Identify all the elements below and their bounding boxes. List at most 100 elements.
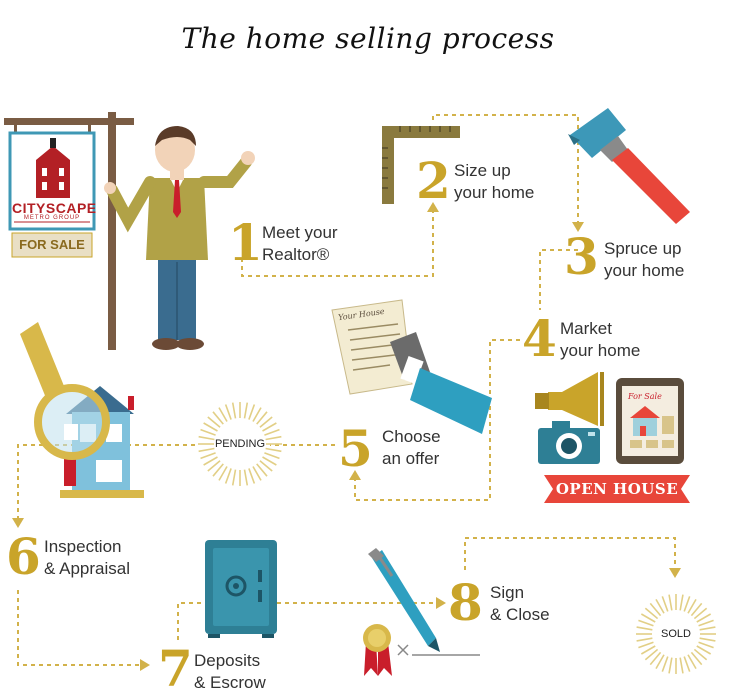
page-title: The home selling process bbox=[181, 22, 555, 55]
arrow-to-3 bbox=[572, 222, 584, 232]
step-2-line1: Size up bbox=[454, 161, 511, 180]
step-5-label: Choose an offer bbox=[382, 426, 441, 470]
burst-ray bbox=[259, 460, 273, 472]
step-1-label: Meet your Realtor® bbox=[262, 222, 338, 266]
burst-ray bbox=[265, 447, 282, 453]
step-3-line1: Spruce up bbox=[604, 239, 682, 258]
burst-ray bbox=[636, 637, 653, 642]
step-6-line1: Inspection bbox=[44, 537, 122, 556]
burst-ray bbox=[224, 404, 232, 420]
connector-7-8 bbox=[177, 602, 438, 640]
step-3-label: Spruce up your home bbox=[604, 238, 684, 282]
burst-ray bbox=[699, 626, 716, 631]
burst-ray bbox=[212, 411, 224, 425]
ruler-icon bbox=[382, 126, 460, 204]
burst-ray bbox=[198, 447, 215, 453]
burst-ray bbox=[256, 463, 268, 477]
step-8-line2: & Close bbox=[490, 605, 550, 624]
connector-4-5 bbox=[354, 339, 520, 501]
burst-ray bbox=[243, 402, 249, 419]
burst-ray bbox=[693, 607, 708, 620]
step-4-line2: your home bbox=[560, 341, 641, 360]
step-4-number: 4 bbox=[522, 309, 557, 368]
burst-ray bbox=[218, 466, 228, 481]
burst-ray bbox=[262, 422, 277, 432]
step-6-label: Inspection & Appraisal bbox=[44, 536, 130, 580]
pending-label: PENDING bbox=[214, 438, 266, 450]
step-1-line2: Realtor® bbox=[262, 245, 330, 264]
connector-6-7 bbox=[17, 590, 140, 666]
burst-ray bbox=[224, 468, 232, 484]
document-icon bbox=[331, 299, 413, 395]
burst-ray bbox=[203, 456, 218, 466]
burst-ray bbox=[198, 435, 215, 441]
burst-ray bbox=[248, 404, 256, 420]
burst-ray bbox=[218, 407, 228, 422]
burst-ray bbox=[698, 641, 714, 649]
burst-ray bbox=[644, 648, 659, 661]
burst-ray bbox=[264, 452, 280, 460]
burst-ray bbox=[243, 469, 249, 486]
burst-ray bbox=[661, 596, 669, 612]
burst-ray bbox=[207, 460, 221, 472]
burst-ray bbox=[683, 656, 691, 672]
megaphone-icon bbox=[535, 372, 604, 426]
connector-paths bbox=[17, 114, 676, 666]
arrow-to-5 bbox=[349, 470, 361, 480]
step-1-line1: Meet your bbox=[262, 223, 338, 242]
connector-arrows bbox=[12, 202, 681, 671]
magnifier-house-icon bbox=[20, 322, 144, 498]
step-2-line2: your home bbox=[454, 183, 535, 202]
step-4-label: Market your home bbox=[560, 318, 640, 362]
burst-ray bbox=[252, 407, 262, 422]
step-8-line1: Sign bbox=[490, 583, 525, 602]
realtor-person-icon bbox=[104, 126, 255, 350]
burst-ray bbox=[696, 613, 712, 623]
step-5-line2: an offer bbox=[382, 449, 440, 468]
burst-ray bbox=[644, 607, 659, 620]
burst-ray bbox=[640, 645, 656, 655]
step-8-label: Sign & Close bbox=[490, 582, 550, 626]
burst-ray bbox=[649, 602, 662, 617]
burst-ray bbox=[690, 651, 703, 666]
burst-ray bbox=[265, 435, 282, 441]
burst-ray bbox=[248, 468, 256, 484]
sign-for-sale: FOR SALE bbox=[19, 237, 85, 252]
burst-ray bbox=[636, 626, 653, 631]
sign-brand-sub: METRO GROUP bbox=[23, 215, 81, 221]
step-7-line1: Deposits bbox=[194, 651, 261, 670]
burst-ray bbox=[649, 651, 662, 666]
step-7-line2: & Escrow bbox=[194, 673, 266, 692]
burst-ray bbox=[256, 411, 268, 425]
burst-ray bbox=[661, 656, 669, 672]
burst-ray bbox=[264, 428, 280, 436]
burst-ray bbox=[262, 456, 277, 466]
burst-ray bbox=[655, 654, 665, 670]
burst-ray bbox=[687, 598, 697, 614]
paintbrush-icon bbox=[568, 108, 690, 224]
burst-ray bbox=[259, 416, 273, 428]
burst-ray bbox=[699, 637, 716, 642]
burst-ray bbox=[679, 657, 684, 674]
burst-ray bbox=[693, 648, 708, 661]
arrow-to-sold bbox=[669, 568, 681, 578]
burst-ray bbox=[638, 641, 654, 649]
connector-1-2 bbox=[241, 210, 434, 277]
camera-icon bbox=[538, 421, 600, 464]
tablet-icon bbox=[616, 378, 684, 464]
step-6-number: 6 bbox=[6, 527, 41, 586]
step-7-label: Deposits & Escrow bbox=[194, 650, 266, 694]
step-3-number: 3 bbox=[564, 227, 599, 286]
arrow-to-2 bbox=[427, 202, 439, 212]
open-house-label: OPEN HOUSE bbox=[555, 480, 679, 498]
connector-8-sold bbox=[464, 537, 676, 570]
arrow-to-8 bbox=[436, 597, 446, 609]
hand-icon bbox=[390, 332, 492, 434]
burst-ray bbox=[696, 645, 712, 655]
burst-ray bbox=[200, 452, 216, 460]
pending-burst-icon bbox=[198, 402, 282, 486]
burst-ray bbox=[655, 598, 665, 614]
open-house-banner bbox=[544, 475, 690, 503]
